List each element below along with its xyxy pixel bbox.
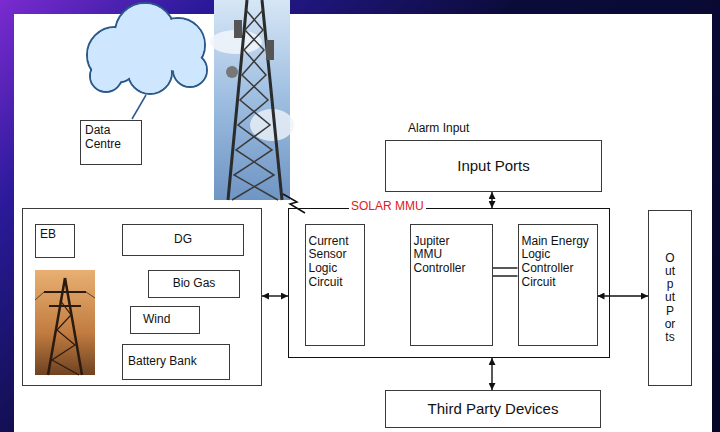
tower-brace (234, 10, 278, 200)
sky (214, 0, 290, 200)
block-box: Wind (130, 306, 200, 334)
connector (493, 275, 518, 276)
dish (226, 66, 238, 78)
connector (491, 192, 492, 208)
block-box: Jupiter MMU Controller (410, 224, 493, 346)
connector (493, 267, 518, 268)
pylon-photo (35, 270, 95, 375)
pylon-arm (44, 291, 86, 293)
tower-leg (262, 0, 282, 200)
antenna (234, 20, 242, 38)
block-label: Input Ports (392, 157, 595, 174)
vertical-label: Output Ports (664, 252, 676, 344)
cloud-outline (87, 3, 207, 94)
block-label: Bio Gas (153, 277, 235, 291)
block-label: Third Party Devices (392, 400, 594, 417)
cloud-lobe (129, 51, 171, 93)
cloud-lobe (174, 54, 206, 86)
wireless-link (283, 194, 305, 213)
power-wire (86, 292, 95, 298)
connector (262, 295, 288, 296)
block-label: Main Energy Logic Controller Circuit (522, 235, 594, 290)
antenna (266, 40, 274, 60)
block-label: DG (127, 233, 239, 247)
connector (491, 358, 492, 390)
block-box: Bio Gas (148, 270, 240, 298)
block-box: EB (35, 224, 75, 258)
block-box: Current Sensor Logic Circuit (305, 224, 365, 346)
module-box: SOLAR MMUCurrent Sensor Logic CircuitJup… (288, 208, 610, 358)
block-label: Current Sensor Logic Circuit (309, 235, 361, 290)
block-box: Input Ports (385, 140, 602, 192)
block-box: Data Centre (80, 120, 142, 165)
block-label: Data Centre (85, 124, 137, 152)
pylon-brace (52, 300, 79, 375)
block-box: DG (122, 224, 244, 256)
block-label: EB (40, 228, 70, 242)
signal-label: Alarm Input (408, 121, 469, 135)
source-panel: EB DG Bio GasWindBattery Bank (22, 208, 262, 386)
block-box: Battery Bank (122, 344, 230, 380)
cloud-fill (88, 4, 206, 93)
dusk-sky (35, 270, 95, 375)
block-label: Battery Bank (128, 355, 224, 369)
connector (598, 295, 649, 296)
cloud-link (132, 95, 146, 119)
module-title: SOLAR MMU (349, 200, 426, 214)
tower-photo (210, 0, 294, 200)
power-wire (35, 292, 44, 300)
white-panel (14, 14, 712, 432)
block-box: Output Ports (648, 210, 692, 386)
cloud (87, 3, 207, 119)
block-box: Main Energy Logic Controller Circuit (518, 224, 598, 346)
block-label: Wind (143, 313, 187, 327)
block-box: Third Party Devices (385, 390, 601, 428)
block-label: Jupiter MMU Controller (414, 235, 474, 276)
cloud-lobe (91, 61, 121, 91)
